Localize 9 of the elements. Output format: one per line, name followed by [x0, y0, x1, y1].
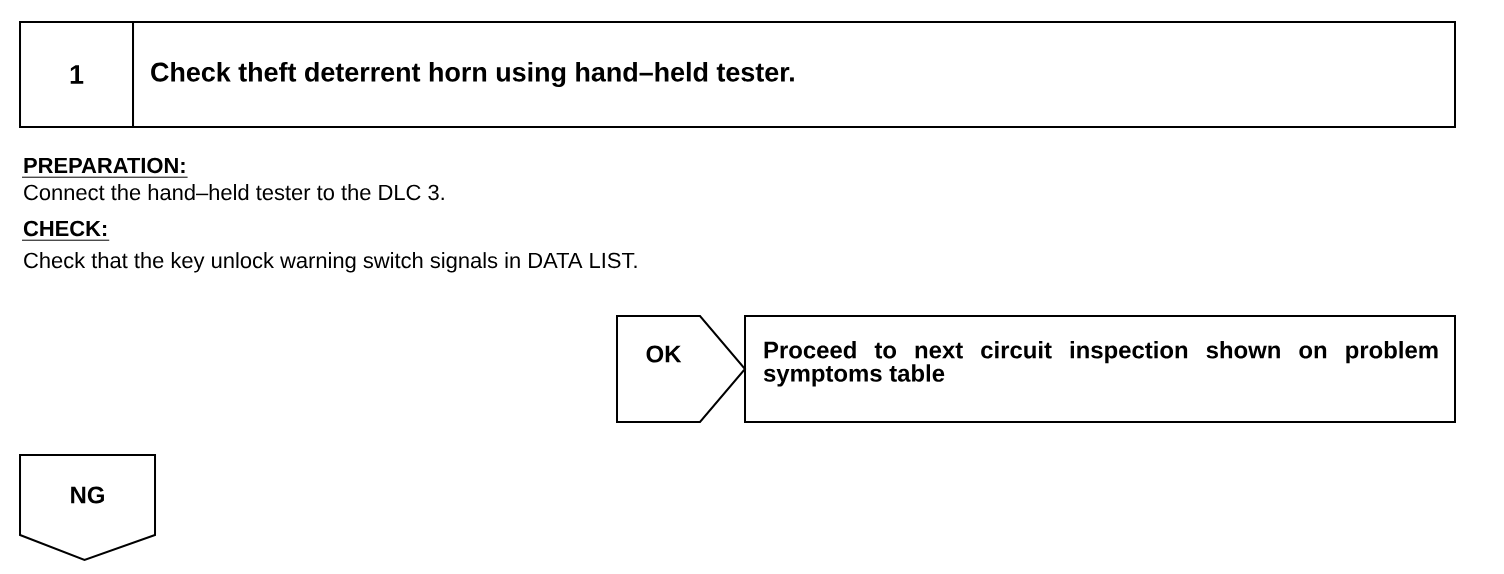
ok-chevron: OK — [616, 315, 747, 423]
instruction-text: Connect the hand–held tester to the DLC 3. — [24, 184, 444, 201]
section-heading: PREPARATION: — [24, 157, 185, 174]
step-title-cell: Check theft deterrent horn using hand–held tester. — [132, 21, 1456, 128]
section-heading: CHECK: — [23, 220, 107, 237]
instruction-text: Check that the key unlock warning switch signals in DATA LIST. — [24, 252, 637, 273]
ng-chevron: NG — [19, 454, 156, 562]
step-number-cell: 1 — [19, 21, 134, 128]
result-box: Proceed to next circuit inspection shown on problem symptoms table — [744, 315, 1456, 423]
